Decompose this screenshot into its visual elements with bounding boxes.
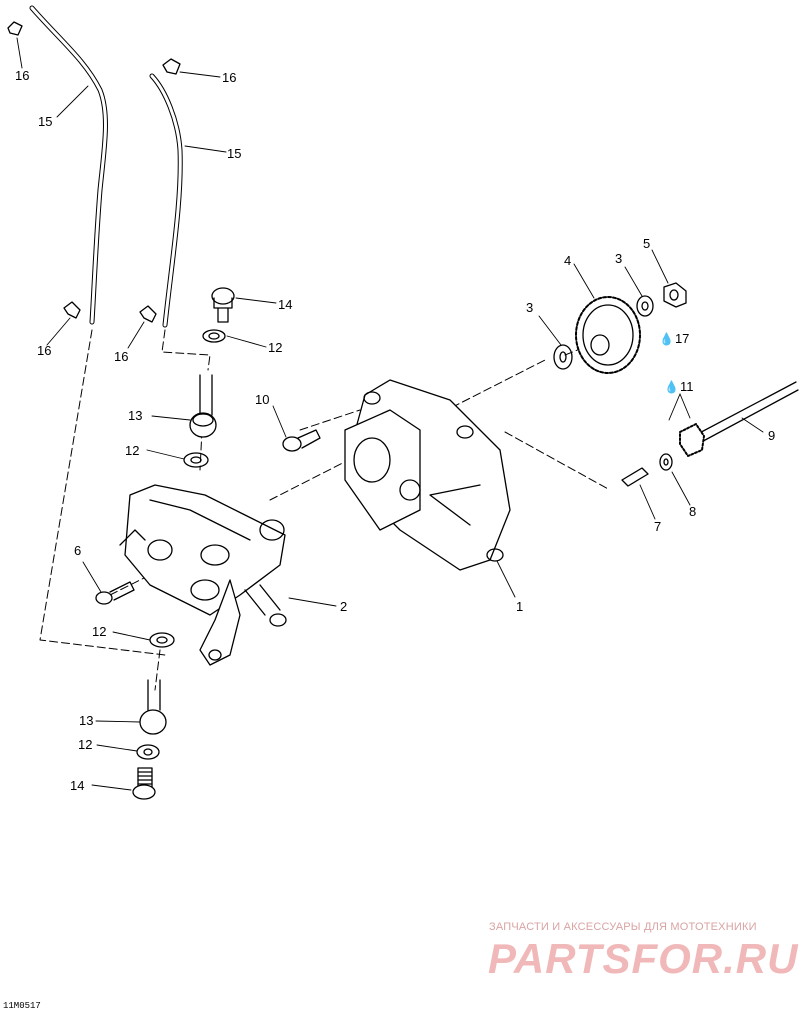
callout-17: 💧17 bbox=[659, 331, 690, 346]
callout-2: 2 bbox=[340, 599, 348, 614]
callout-12: 12 bbox=[268, 340, 283, 355]
oil-line-right[interactable] bbox=[149, 73, 183, 328]
callout-13: 13 bbox=[79, 713, 94, 728]
pump-housing-1[interactable] bbox=[344, 379, 511, 571]
banjo-fitting-13-lower[interactable] bbox=[139, 679, 167, 735]
bolt-10[interactable] bbox=[282, 429, 321, 452]
callout-15: 15 bbox=[227, 146, 242, 161]
callout-11: 💧11 bbox=[664, 379, 694, 394]
callout-12: 12 bbox=[78, 737, 93, 752]
callout-14: 14 bbox=[70, 778, 85, 793]
watermark-tagline: ЗАПЧАСТИ И АКСЕССУАРЫ ДЛЯ МОТОТЕХНИКИ bbox=[489, 921, 757, 933]
callout-16: 16 bbox=[37, 343, 52, 358]
clip-16-mid-right[interactable] bbox=[139, 305, 157, 323]
washer-3-left[interactable] bbox=[553, 344, 573, 370]
clip-16-top-left[interactable] bbox=[7, 21, 23, 36]
washer-3-right[interactable] bbox=[636, 295, 654, 317]
oil-drop-icon: 💧 bbox=[664, 380, 679, 394]
gear-4[interactable] bbox=[575, 296, 641, 374]
oil-line-left[interactable] bbox=[29, 5, 108, 325]
pin-7[interactable] bbox=[621, 467, 649, 487]
banjo-bolt-14-bottom[interactable] bbox=[132, 767, 156, 800]
assembly-lines bbox=[39, 329, 611, 691]
washer-12-bottom[interactable] bbox=[136, 744, 160, 760]
nut-5[interactable] bbox=[663, 282, 687, 308]
oil-pump-2[interactable] bbox=[119, 484, 287, 666]
callout-6: 6 bbox=[74, 543, 82, 558]
washer-8[interactable] bbox=[659, 453, 673, 471]
leader-lines bbox=[16, 37, 764, 791]
callout-9: 9 bbox=[768, 428, 776, 443]
callout-14: 14 bbox=[278, 297, 293, 312]
callout-10: 10 bbox=[255, 392, 270, 407]
callout-16: 16 bbox=[222, 70, 237, 85]
callout-12: 12 bbox=[125, 443, 140, 458]
callout-13: 13 bbox=[128, 408, 143, 423]
callout-16: 16 bbox=[15, 68, 30, 83]
washer-12-mid[interactable] bbox=[183, 452, 209, 468]
pump-shaft-9[interactable] bbox=[679, 381, 799, 457]
washer-12-top[interactable] bbox=[202, 329, 226, 343]
banjo-bolt-14-top[interactable] bbox=[211, 287, 235, 323]
callout-7: 7 bbox=[654, 519, 662, 534]
callout-4: 4 bbox=[564, 253, 572, 268]
callout-16: 16 bbox=[114, 349, 129, 364]
callout-3: 3 bbox=[526, 300, 534, 315]
watermark-logo: PARTSFOR.RU bbox=[488, 935, 799, 982]
callout-5: 5 bbox=[643, 236, 651, 251]
diagram-code: 11M0517 bbox=[3, 1001, 41, 1011]
bolt-6[interactable] bbox=[95, 581, 135, 605]
callout-8: 8 bbox=[689, 504, 697, 519]
callout-1: 1 bbox=[516, 599, 524, 614]
callout-3: 3 bbox=[615, 251, 623, 266]
banjo-fitting-13-top[interactable] bbox=[189, 374, 217, 438]
clip-16-mid-left[interactable] bbox=[63, 301, 81, 319]
callout-15: 15 bbox=[38, 114, 53, 129]
clip-16-top-right[interactable] bbox=[162, 58, 181, 75]
washer-12-lower[interactable] bbox=[149, 632, 175, 648]
oil-drop-icon: 💧 bbox=[659, 332, 674, 346]
callout-12: 12 bbox=[92, 624, 107, 639]
